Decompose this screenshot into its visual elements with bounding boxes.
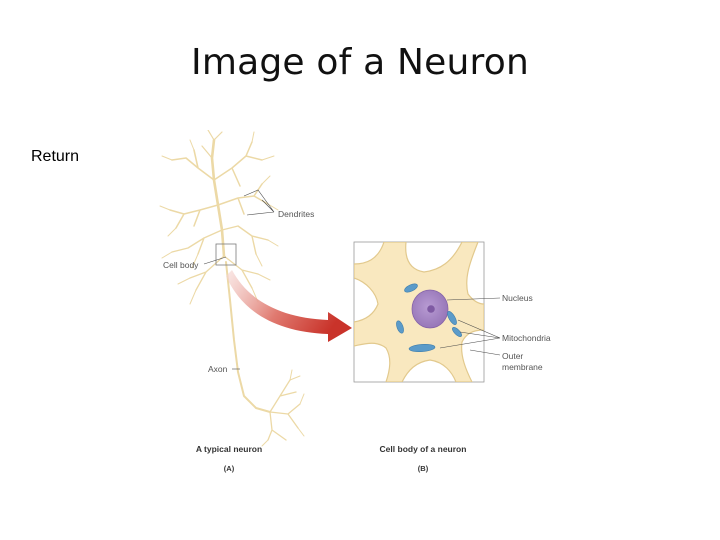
return-link[interactable]: Return [31, 148, 80, 165]
cell-body-highlight-box [215, 243, 237, 266]
nucleolus [427, 305, 435, 313]
slide-title: Image of a Neuron [191, 42, 529, 83]
caption-panel-a: A typical neuron [196, 444, 262, 454]
label-cell-body: Cell body [163, 260, 199, 270]
label-axon: Axon [208, 364, 228, 374]
label-outer-membrane-1: Outer [502, 351, 523, 361]
neuron-diagram: Dendrites Cell body Axon Nucleus Mitocho… [159, 130, 551, 473]
caption-panel-b-letter: (B) [418, 464, 429, 473]
caption-panel-a-letter: (A) [224, 464, 235, 473]
label-dendrites: Dendrites [278, 209, 314, 219]
typical-neuron-illustration [159, 130, 305, 447]
label-nucleus: Nucleus [502, 293, 533, 303]
label-mitochondria: Mitochondria [502, 333, 551, 343]
zoom-arrow [226, 270, 352, 342]
mitochondria-group [396, 283, 462, 353]
caption-panel-b: Cell body of a neuron [380, 444, 467, 454]
cell-body-panel [353, 241, 485, 383]
label-outer-membrane-2: membrane [502, 362, 543, 372]
leader-lines [203, 189, 501, 370]
